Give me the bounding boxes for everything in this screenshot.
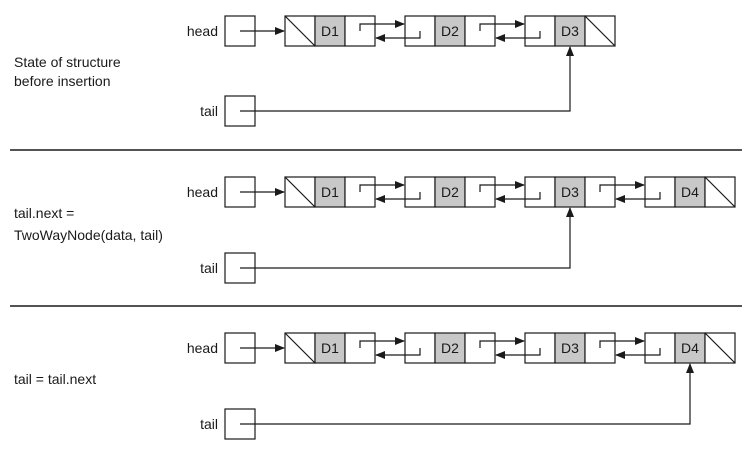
node-data-label: D4 xyxy=(681,340,699,356)
node-d1: D1 xyxy=(284,332,376,364)
panel-caption: before insertion xyxy=(14,73,111,89)
data-field xyxy=(674,176,706,208)
node-data-label: D2 xyxy=(441,340,459,356)
next-link-arrow xyxy=(359,337,405,348)
next-link-arrow xyxy=(359,181,405,192)
prev-link-arrow xyxy=(615,348,661,359)
next-link-arrow xyxy=(599,181,645,192)
panel-3: tail = tail.next head D1 D2 D3 D4 tail xyxy=(14,332,736,440)
prev-link-arrow xyxy=(615,192,661,203)
data-field xyxy=(434,176,466,208)
node-d3: D3 xyxy=(524,332,616,364)
prev-link-arrow xyxy=(495,31,541,42)
next-link-arrow xyxy=(479,337,525,348)
null-prev-slash xyxy=(284,176,316,208)
panel-caption: State of structure xyxy=(14,54,121,70)
tail-arrow xyxy=(240,207,574,269)
node-data-label: D2 xyxy=(441,184,459,200)
next-link-arrow xyxy=(479,181,525,192)
data-field xyxy=(434,15,466,47)
null-next-slash xyxy=(584,15,616,47)
next-link-arrow xyxy=(599,337,645,348)
null-next-slash xyxy=(704,332,736,364)
next-link-arrow xyxy=(479,20,525,31)
tail-arrow xyxy=(240,363,694,425)
node-d3: D3 xyxy=(524,176,616,208)
node-data-label: D1 xyxy=(321,184,339,200)
tail-arrow xyxy=(240,46,574,112)
prev-link-arrow xyxy=(375,192,421,203)
panel-caption: TwoWayNode(data, tail) xyxy=(14,227,163,243)
node-data-label: D3 xyxy=(561,340,579,356)
tail-label: tail xyxy=(200,416,218,432)
prev-link-arrow xyxy=(375,31,421,42)
data-field xyxy=(314,176,346,208)
node-d2: D2 xyxy=(404,332,496,364)
prev-field xyxy=(404,176,436,208)
next-link-arrow xyxy=(359,20,405,31)
data-field xyxy=(554,332,586,364)
head-label: head xyxy=(187,184,218,200)
head-label: head xyxy=(187,23,218,39)
panel-caption: tail.next = xyxy=(14,205,74,221)
node-data-label: D3 xyxy=(561,184,579,200)
panel-1: State of structure before insertion head D1… xyxy=(14,15,616,127)
node-d2: D2 xyxy=(404,176,496,208)
prev-link-arrow xyxy=(495,348,541,359)
panel-2: tail.next = TwoWayNode(data, tail) head D1 D… xyxy=(14,176,736,284)
node-d2: D2 xyxy=(404,15,496,47)
null-prev-slash xyxy=(284,332,316,364)
node-d3: D3 xyxy=(524,15,616,47)
node-data-label: D1 xyxy=(321,23,339,39)
tail-label: tail xyxy=(200,260,218,276)
node-d4: D4 xyxy=(644,332,736,364)
node-data-label: D2 xyxy=(441,23,459,39)
node-data-label: D4 xyxy=(681,184,699,200)
data-field xyxy=(434,332,466,364)
tail-label: tail xyxy=(200,103,218,119)
node-data-label: D3 xyxy=(561,23,579,39)
node-d1: D1 xyxy=(284,15,376,47)
node-d4: D4 xyxy=(644,176,736,208)
null-next-slash xyxy=(704,176,736,208)
prev-link-arrow xyxy=(495,192,541,203)
data-field xyxy=(314,332,346,364)
panel-caption: tail = tail.next xyxy=(14,371,96,387)
data-field xyxy=(314,15,346,47)
node-data-label: D1 xyxy=(321,340,339,356)
head-label: head xyxy=(187,340,218,356)
null-prev-slash xyxy=(284,15,316,47)
prev-link-arrow xyxy=(375,348,421,359)
node-d1: D1 xyxy=(284,176,376,208)
